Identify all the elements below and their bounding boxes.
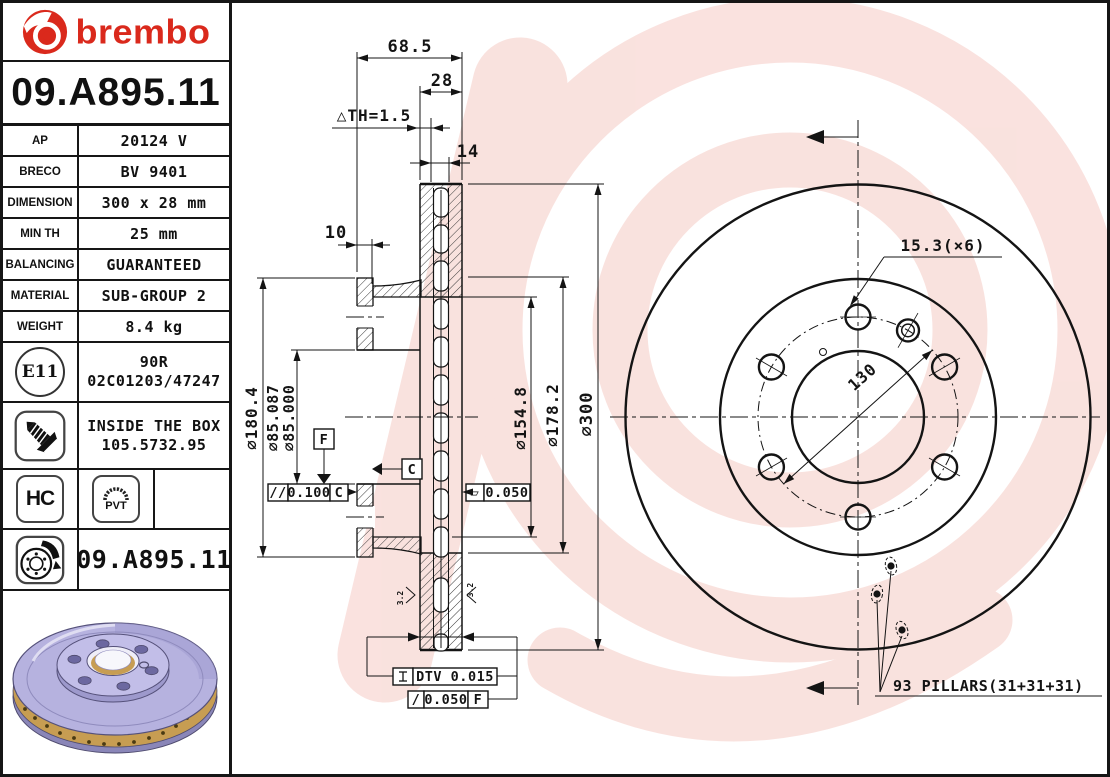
hole-centerlines bbox=[755, 312, 961, 518]
inside-box-line1: INSIDE THE BOX bbox=[87, 416, 221, 435]
empty-cell bbox=[155, 470, 229, 528]
disc-icon-cell bbox=[3, 530, 79, 589]
parallelism-value: 0.100 bbox=[287, 485, 330, 501]
datum-f-label: F bbox=[320, 432, 329, 448]
brand-header: brembo bbox=[3, 3, 229, 62]
spec-row-minth: MIN TH 25 mm bbox=[3, 219, 229, 250]
bolt-holes-3d bbox=[67, 639, 159, 691]
dim-bore-max: ⌀85.087 bbox=[264, 385, 282, 452]
homologation-line2: 02C01203/47247 bbox=[87, 372, 221, 390]
spec-value: 25 mm bbox=[130, 224, 178, 243]
dim-vent: 14 bbox=[457, 142, 479, 162]
footer-part-number: 09.A895.11 bbox=[76, 545, 232, 574]
spec-label: DIMENSION bbox=[3, 188, 79, 217]
spec-value: SUB-GROUP 2 bbox=[101, 286, 207, 305]
part-number-row: 09.A895.11 bbox=[3, 62, 229, 126]
homologation-row: E11 90R 02C01203/47247 bbox=[3, 343, 229, 403]
spec-label: BALANCING bbox=[3, 250, 79, 279]
spec-row-breco: BRECO BV 9401 bbox=[3, 157, 229, 188]
hc-badge: HC bbox=[16, 475, 64, 523]
e-mark-cell: E11 bbox=[3, 343, 79, 401]
flatness-symbol: ▱ bbox=[471, 485, 480, 501]
dim-vane-id: ⌀154.8 bbox=[511, 386, 530, 450]
dim-flange: 10 bbox=[325, 223, 347, 243]
spec-row-balancing: BALANCING GUARANTEED bbox=[3, 250, 229, 281]
runout-value: 0.050 bbox=[424, 692, 467, 708]
parallelism-datum: C bbox=[335, 485, 344, 501]
coating-row: HC PVT bbox=[3, 470, 229, 530]
pvt-cell: PVT bbox=[79, 470, 155, 528]
disc-3d-render bbox=[3, 591, 229, 774]
pvt-disc-icon bbox=[103, 487, 129, 501]
pvt-label: PVT bbox=[105, 500, 127, 512]
disc-3d-image bbox=[12, 622, 218, 754]
dim-outer: ⌀300 bbox=[577, 392, 597, 437]
roughness-right: 3.2 bbox=[466, 583, 475, 598]
dim-th: △TH=1.5 bbox=[337, 106, 411, 125]
spec-row-material: MATERIAL SUB-GROUP 2 bbox=[3, 281, 229, 312]
spec-label: AP bbox=[3, 126, 79, 155]
roughness-marks: 3.2 3.2 bbox=[396, 583, 477, 606]
spec-row-dimension: DIMENSION 300 x 28 mm bbox=[3, 188, 229, 219]
spec-value: 20124 V bbox=[120, 131, 188, 150]
screw-icon bbox=[14, 410, 66, 461]
homologation-line1: 90R bbox=[139, 353, 169, 372]
spec-label: MATERIAL bbox=[3, 281, 79, 310]
parallelism-symbol: // bbox=[269, 485, 286, 501]
spec-row-ap: AP 20124 V bbox=[3, 126, 229, 157]
flange-bolt-holes bbox=[346, 305, 384, 529]
part-number: 09.A895.11 bbox=[11, 70, 221, 114]
view-arrows bbox=[806, 130, 858, 695]
spec-value: 8.4 kg bbox=[125, 317, 183, 336]
dtv-symbol-icon bbox=[399, 671, 407, 682]
spec-value: BV 9401 bbox=[120, 162, 188, 181]
screw-cell bbox=[3, 403, 79, 468]
spec-label: WEIGHT bbox=[3, 312, 79, 341]
runout-symbol: / bbox=[412, 692, 421, 708]
section-dimensions: 68.5 28 △TH=1.5 14 10 ⌀180.4 ⌀85.087 ⌀85… bbox=[242, 37, 604, 651]
dtv-value: DTV 0.015 bbox=[416, 669, 494, 685]
spec-panel: brembo 09.A895.11 AP 20124 V BRECO BV 94… bbox=[3, 3, 232, 774]
flatness-value: 0.050 bbox=[485, 485, 528, 501]
inside-box-row: INSIDE THE BOX 105.5732.95 bbox=[3, 403, 229, 470]
dim-hat-step: ⌀178.2 bbox=[543, 383, 562, 447]
pillars-note: 93 PILLARS(31+31+31) bbox=[893, 677, 1084, 695]
brake-disc-icon bbox=[15, 535, 65, 584]
hc-label: HC bbox=[25, 487, 55, 510]
pvt-badge: PVT bbox=[92, 475, 140, 523]
spec-row-weight: WEIGHT 8.4 kg bbox=[3, 312, 229, 343]
front-view: 130 15.3(×6) bbox=[610, 120, 1102, 705]
dim-band-width: 28 bbox=[431, 71, 453, 91]
dim-bolt-circle: 130 bbox=[844, 359, 880, 394]
brand-wordmark: brembo bbox=[75, 11, 211, 51]
spec-label: BRECO bbox=[3, 157, 79, 186]
dim-bore-min: ⌀85.000 bbox=[280, 385, 298, 452]
spec-value: 300 x 28 mm bbox=[101, 193, 207, 212]
tolerance-frames: F C // 0.100 C ▱ 0.050 bbox=[267, 428, 531, 709]
pillars-annotation: 93 PILLARS(31+31+31) bbox=[870, 556, 1102, 697]
roughness-left: 3.2 bbox=[396, 591, 405, 606]
runout-datum: F bbox=[474, 692, 483, 708]
footer-part-row: 09.A895.11 bbox=[3, 530, 232, 591]
technical-drawing: 68.5 28 △TH=1.5 14 10 ⌀180.4 ⌀85.087 ⌀85… bbox=[242, 3, 1107, 742]
spec-value: GUARANTEED bbox=[106, 255, 202, 274]
dim-overall-width: 68.5 bbox=[388, 37, 433, 57]
inside-box-line2: 105.5732.95 bbox=[101, 435, 207, 454]
section-view bbox=[345, 182, 478, 652]
datum-c-label: C bbox=[408, 462, 417, 478]
dim-holes: 15.3(×6) bbox=[900, 236, 985, 255]
dim-hat-od: ⌀180.4 bbox=[242, 386, 261, 450]
hc-cell: HC bbox=[3, 470, 79, 528]
brembo-roundel-icon bbox=[23, 9, 68, 54]
e11-badge: E11 bbox=[15, 347, 65, 397]
spec-label: MIN TH bbox=[3, 219, 79, 248]
brembo-watermark bbox=[337, 3, 1107, 742]
